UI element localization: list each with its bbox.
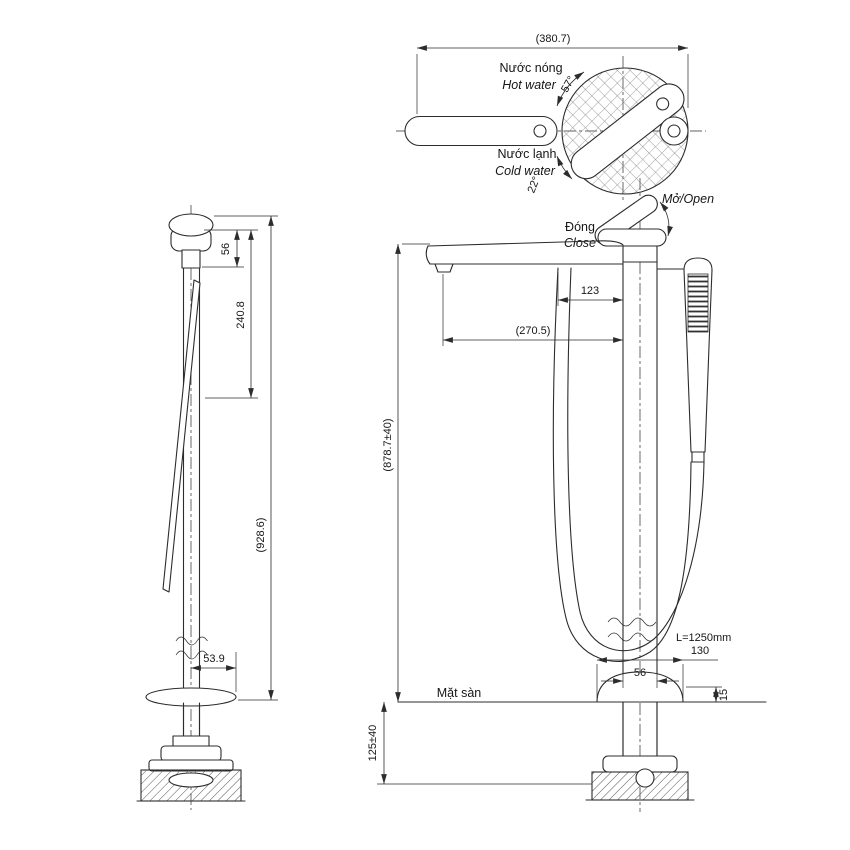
reach-dims: 123 (270.5) xyxy=(442,272,623,346)
front-break-marks xyxy=(607,617,657,642)
base-width-dim: 130 xyxy=(596,645,718,698)
dim-under-floor: 125±40 xyxy=(367,725,379,762)
dim-top-width: (380.7) xyxy=(536,33,571,45)
label-hot-water-en: Hot water xyxy=(502,78,556,92)
front-view: Đóng Close Mở/Open xyxy=(367,178,767,812)
left-extension-lines xyxy=(202,215,278,701)
spray-face xyxy=(687,273,709,333)
dim-reach: (270.5) xyxy=(516,325,551,337)
label-hot-water-vi: Nước nóng xyxy=(499,61,562,75)
label-hose-length: L=1250mm xyxy=(676,632,731,644)
dim-reach-inner: 123 xyxy=(581,285,599,297)
column-width-dim: 56 xyxy=(601,666,679,688)
label-angle-cold: 22° xyxy=(526,175,543,195)
dim-base-width: 130 xyxy=(691,645,709,657)
dim-overall-left: (928.6) xyxy=(255,518,267,553)
top-plan-view: Nước nóng Hot water 57° Nước lạnh Cold w… xyxy=(396,33,706,200)
dim-overall-right: (878.7±40) xyxy=(382,418,394,471)
left-column xyxy=(182,267,201,757)
shower-hose xyxy=(552,267,705,662)
label-open: Mở/Open xyxy=(662,192,714,206)
dim-handle-height: 56 xyxy=(220,243,232,255)
left-side-view: 56 240.8 (928.6) 53.9 xyxy=(136,205,278,810)
under-floor-dim: 125±40 xyxy=(367,702,592,785)
overall-height-dim: (878.7±40) xyxy=(382,243,430,702)
plan-lever-closed xyxy=(404,115,558,147)
plan-hot-arc xyxy=(556,71,585,107)
label-close-en: Close xyxy=(564,236,596,250)
left-handle-knob xyxy=(168,213,214,269)
front-handle-closed xyxy=(597,228,667,247)
dim-flange-height: 15 xyxy=(718,689,730,701)
dim-spout-height: 240.8 xyxy=(235,301,247,329)
label-cold-water-en: Cold water xyxy=(495,164,556,178)
front-spout xyxy=(425,240,624,273)
left-lever-blade xyxy=(162,279,201,593)
plan-side-knob xyxy=(659,116,689,146)
hand-shower-wand xyxy=(656,257,713,463)
label-angle-hot: 57° xyxy=(559,74,578,94)
front-handle-arc xyxy=(659,201,673,237)
plan-width-dim: (380.7) xyxy=(416,33,689,114)
plan-lever-open xyxy=(570,83,685,180)
label-floor: Mặt sàn xyxy=(437,686,482,700)
dim-column-width: 56 xyxy=(634,667,646,679)
label-close-vi: Đóng xyxy=(565,220,595,234)
left-break-marks xyxy=(175,636,208,660)
label-cold-water-vi: Nước lạnh xyxy=(498,147,557,161)
flange-height-dim: 15 xyxy=(686,686,730,702)
left-mounting-base xyxy=(136,735,246,802)
front-mounting-base xyxy=(585,701,695,801)
left-floor-flange xyxy=(145,687,237,707)
plan-cold-arc xyxy=(556,155,573,180)
wand-connector xyxy=(691,451,705,463)
dim-base-offset: 53.9 xyxy=(203,653,224,665)
